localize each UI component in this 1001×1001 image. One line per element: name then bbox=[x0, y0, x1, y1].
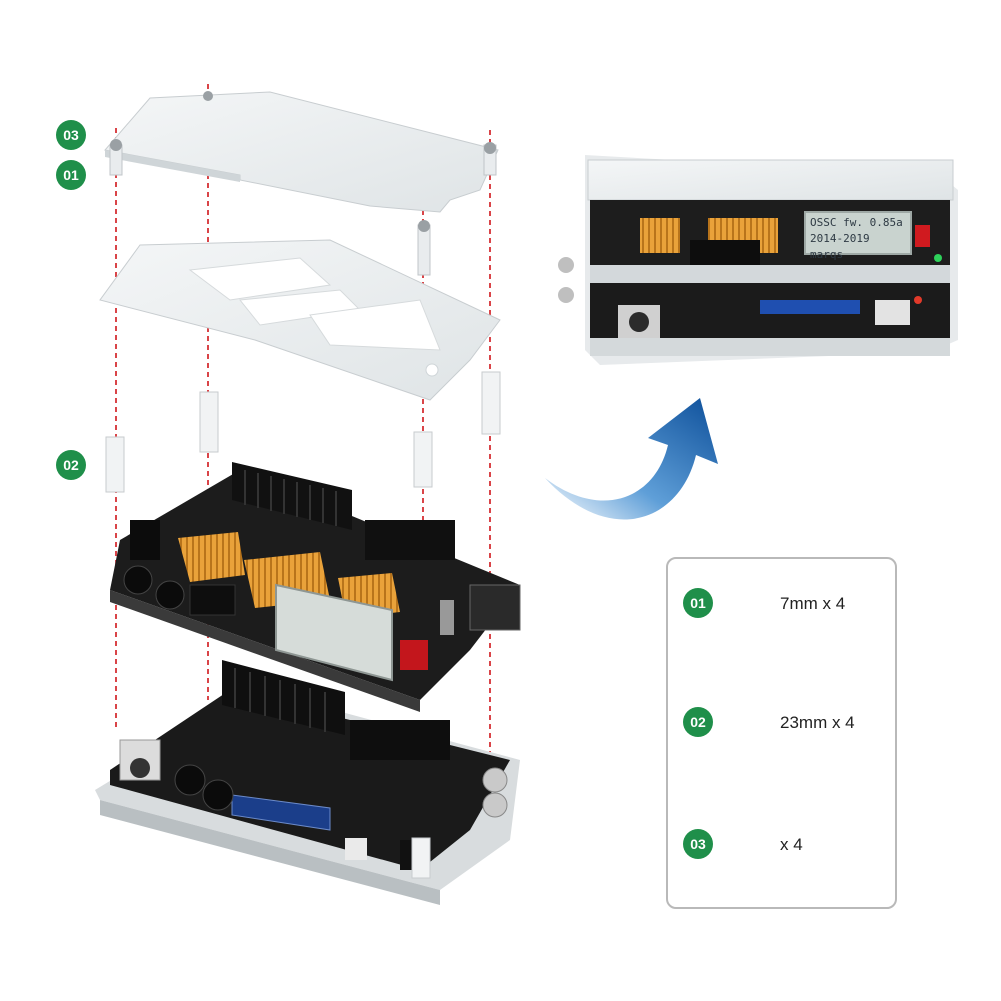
bottom-pcb-board bbox=[95, 660, 520, 905]
short-standoffs-top bbox=[109, 91, 497, 276]
legend-text-03: x 4 bbox=[780, 835, 803, 854]
lcd-line-1: OSSC fw. 0.85a bbox=[810, 216, 903, 229]
long-standoffs bbox=[105, 371, 501, 493]
legend-text-02: 23mm x 4 bbox=[780, 713, 855, 732]
callout-badge-01: 01 bbox=[56, 160, 86, 190]
curved-arrow-icon bbox=[545, 398, 718, 520]
assembled-device-photo bbox=[558, 155, 958, 365]
callout-badge-02: 02 bbox=[56, 450, 86, 480]
lcd-line-2: 2014-2019 marqs bbox=[810, 232, 870, 261]
top-acrylic-plate bbox=[104, 91, 499, 213]
parts-legend: 01 7mm x 4 02 23mm x 4 03 x 4 bbox=[666, 557, 897, 909]
legend-badge-02: 02 bbox=[683, 707, 713, 737]
callout-badge-03: 03 bbox=[56, 120, 86, 150]
top-pcb-board bbox=[110, 462, 521, 712]
device-lcd-display: OSSC fw. 0.85a 2014-2019 marqs bbox=[804, 211, 912, 261]
legend-text-01: 7mm x 4 bbox=[780, 594, 846, 613]
legend-badge-01: 01 bbox=[683, 588, 713, 618]
legend-badge-03: 03 bbox=[683, 829, 713, 859]
middle-acrylic-frame bbox=[99, 239, 501, 401]
